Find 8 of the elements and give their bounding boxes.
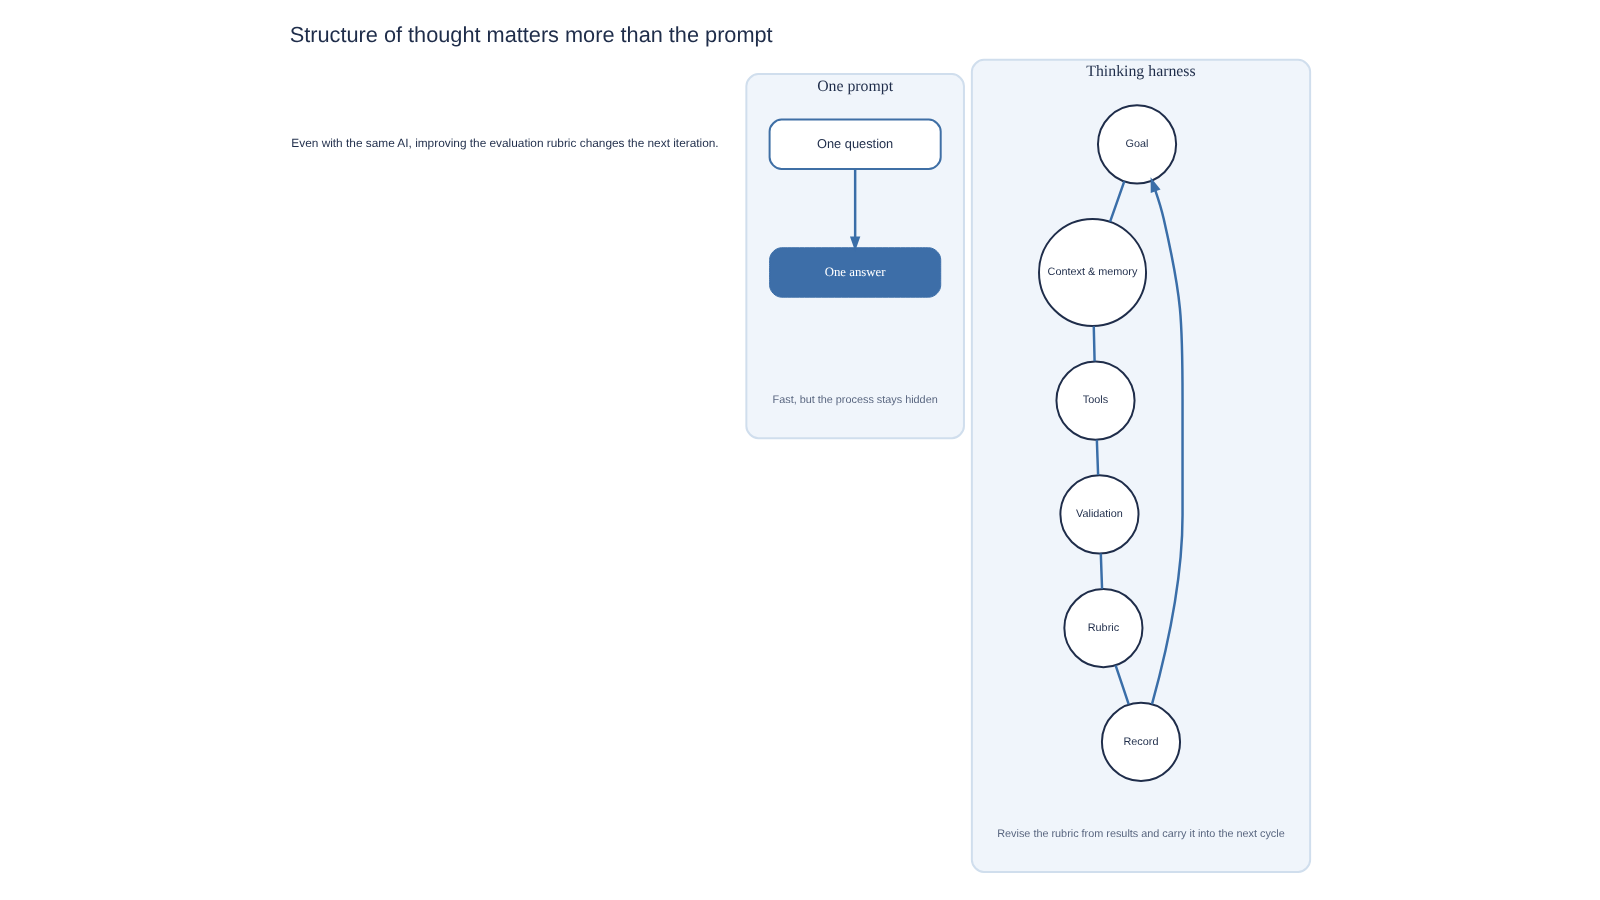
connector bbox=[1094, 439, 1099, 476]
arrow bbox=[1149, 177, 1183, 705]
connector bbox=[1091, 326, 1095, 362]
connector bbox=[1113, 664, 1129, 705]
diagram-title: Structure of thought matters more than the prompt bbox=[288, 23, 772, 48]
connector bbox=[1107, 181, 1125, 223]
connector bbox=[1098, 553, 1103, 589]
arrow bbox=[848, 169, 860, 252]
